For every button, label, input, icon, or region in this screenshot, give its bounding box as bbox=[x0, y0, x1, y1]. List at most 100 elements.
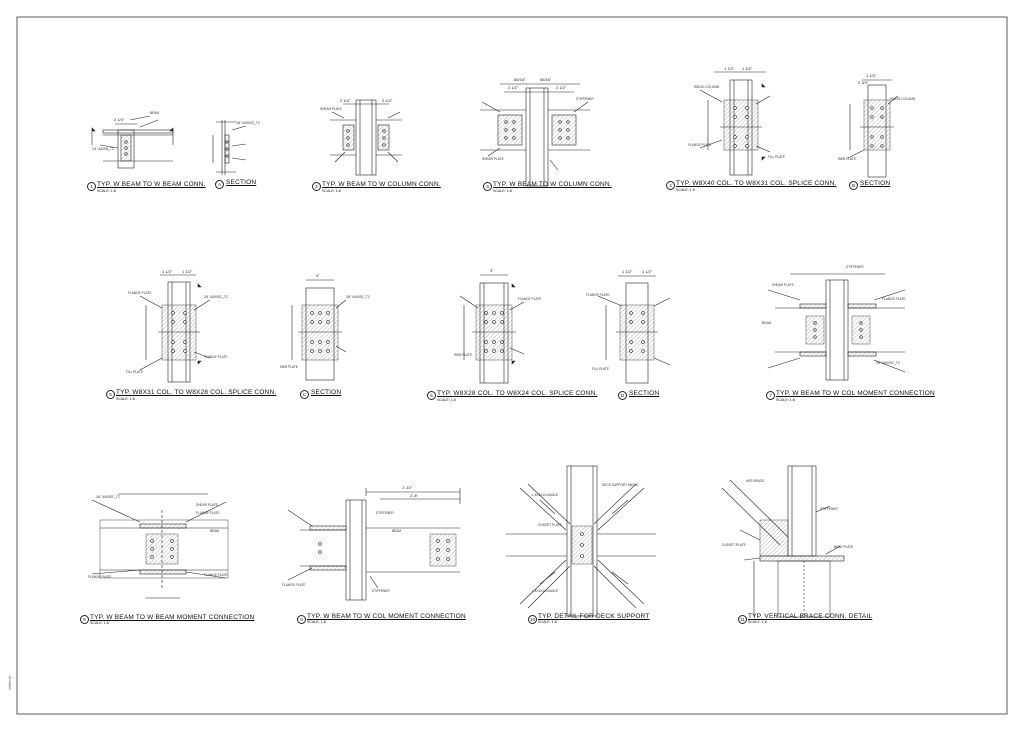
dim-text: 65/16" bbox=[514, 77, 526, 82]
note-text: WEB PLATE bbox=[280, 365, 298, 369]
detail-scale: SCALE: 1:8 bbox=[116, 397, 135, 401]
dim-text: 2'-10" bbox=[402, 485, 413, 490]
detail-bubble: 7 bbox=[766, 391, 775, 400]
note-text: 3/4" A490SC_TC bbox=[876, 361, 901, 365]
detail-3-drawing bbox=[480, 83, 590, 187]
note-text: STIFFENER bbox=[846, 265, 864, 269]
dim-text: 3" bbox=[490, 268, 494, 273]
detail-scale: SCALE: 1:8 bbox=[307, 620, 326, 624]
detail-title: TYP. W BEAM TO W COLUMN CONN. bbox=[493, 181, 612, 188]
note-text: FLANGE PLATE bbox=[882, 297, 906, 301]
detail-bubble: D bbox=[618, 391, 627, 400]
detail-title: TYP. VERTICAL BRACE CONN. DETAIL bbox=[748, 613, 873, 620]
detail-title: SECTION bbox=[311, 389, 342, 396]
note-text: FLANGE PLATE bbox=[88, 575, 112, 579]
note-text: WEB PLATE bbox=[838, 157, 856, 161]
dim-text: 2 1/2" bbox=[508, 85, 519, 90]
dim-text: 2 1/2" bbox=[556, 85, 567, 90]
detail-bubble: A bbox=[215, 180, 224, 189]
detail-bubble: 4 bbox=[666, 181, 675, 190]
detail-bubble: 11 bbox=[738, 615, 747, 624]
note-text: DECK SUPPORT ANGLE bbox=[602, 483, 639, 487]
detail-scale: SCALE: 1:8 bbox=[97, 189, 116, 193]
note-text: FLANGE PLATE bbox=[688, 143, 712, 147]
detail-scale: SCALE: 1:8 bbox=[748, 620, 767, 624]
dim-text: 1 1/2" bbox=[622, 269, 633, 274]
section-d-drawing bbox=[597, 275, 671, 384]
detail-11-drawing bbox=[721, 465, 845, 618]
note-text: FLANGE PLATE bbox=[204, 573, 228, 577]
sheet-side-reference: sheet ref bbox=[8, 676, 12, 690]
note-text: BEAM bbox=[392, 529, 401, 533]
detail-scale: SCALE: 1:8 bbox=[776, 398, 795, 402]
note-text: 3/4" A490SC_TC bbox=[346, 295, 371, 299]
note-text: L 3X3X1/4 ANGLE bbox=[532, 589, 558, 593]
note-text: FLANGE PLATE bbox=[518, 297, 542, 301]
detail-scale: SCALE: 1:8 bbox=[90, 621, 109, 625]
dim-text: 2 1/4" bbox=[114, 117, 125, 122]
dim-text: 1 1/2" bbox=[642, 269, 653, 274]
note-text: SHEAR PLATE bbox=[196, 503, 218, 507]
note-text: FILL PLATE bbox=[592, 367, 609, 371]
detail-title: TYP. W BEAM TO W BEAM CONN. bbox=[97, 181, 206, 188]
detail-bubble: 10 bbox=[528, 615, 537, 624]
section-b-drawing bbox=[847, 79, 899, 178]
note-text: L 3X3X1/4 ANGLE bbox=[532, 493, 558, 497]
detail-title: SECTION bbox=[226, 179, 257, 186]
note-text: SHEAR PLATE bbox=[320, 107, 342, 111]
dim-text: 2 1/4" bbox=[382, 98, 393, 103]
detail-5-drawing bbox=[139, 274, 211, 383]
dim-text: 2'-8" bbox=[410, 493, 419, 498]
note-text: STIFFENER bbox=[372, 589, 390, 593]
detail-title: TYP. W8X28 COL. TO W8X24 COL. SPLICE CON… bbox=[437, 390, 598, 397]
note-text: 3/4" A490SC_TC bbox=[236, 121, 261, 125]
note-text: BEAM bbox=[210, 529, 219, 533]
detail-bubble: C bbox=[300, 390, 309, 399]
detail-scale: SCALE: 1:8 bbox=[538, 620, 557, 624]
note-text: STIFFENER bbox=[820, 507, 838, 511]
note-text: HSS BRACE bbox=[746, 479, 764, 483]
note-text: FILL PLATE bbox=[768, 155, 785, 159]
dim-text: 1 1/2" bbox=[162, 269, 173, 274]
detail-scale: SCALE: 1:8 bbox=[493, 189, 512, 193]
note-text: GUSSET PLATE bbox=[722, 543, 746, 547]
dim-text: 4" bbox=[316, 273, 320, 278]
detail-bubble: 6 bbox=[427, 391, 436, 400]
detail-title: TYP. W8X40 COL. TO W8X31 COL. SPLICE CON… bbox=[676, 180, 837, 187]
note-text: W8X40 COLUMN bbox=[694, 85, 720, 89]
note-text: FLANGE PLATE bbox=[282, 583, 306, 587]
dim-text: 1 1/2" bbox=[866, 73, 877, 78]
note-text: WEB PLATE bbox=[454, 353, 472, 357]
note-text: FLANGE PLATE bbox=[586, 293, 610, 297]
detail-6-drawing bbox=[459, 274, 525, 384]
detail-bubble: B bbox=[849, 181, 858, 190]
detail-10-drawing bbox=[506, 465, 656, 617]
detail-8-drawing bbox=[91, 493, 229, 599]
detail-title: TYP. W BEAM TO W COLUMN CONN. bbox=[322, 181, 441, 188]
note-text: FLANGE PLATE bbox=[196, 511, 220, 515]
note-text: 1/4" A325N_TC bbox=[92, 147, 115, 151]
dim-text: 2 3/4" bbox=[858, 80, 869, 85]
dim-text: 65/16" bbox=[540, 77, 552, 82]
detail-bubble: 2 bbox=[312, 182, 321, 191]
detail-bubble: 9 bbox=[297, 615, 306, 624]
detail-title: TYP. W8X31 COL. TO W8X28 COL. SPLICE CON… bbox=[116, 389, 277, 396]
detail-title: TYP. DETAIL FOR DECK SUPPORT bbox=[538, 613, 650, 620]
note-text: 3/4" A490SC_TC bbox=[204, 295, 229, 299]
detail-title: SECTION bbox=[860, 180, 891, 187]
detail-scale: SCALE: 1:8 bbox=[322, 189, 341, 193]
detail-1-drawing bbox=[91, 115, 174, 169]
note-text: GUSSET PLATE bbox=[538, 523, 562, 527]
note-text: W8X31 COLUMN bbox=[890, 97, 916, 101]
detail-7-drawing bbox=[767, 273, 906, 381]
section-c-drawing bbox=[291, 279, 347, 381]
note-text: STIFFENER bbox=[576, 97, 594, 101]
note-text: 3/4" A490SC_TC bbox=[96, 495, 121, 499]
note-text: SHEAR PLATE bbox=[482, 157, 504, 161]
detail-2-drawing bbox=[330, 99, 402, 176]
dim-text: 1 1/2" bbox=[182, 269, 193, 274]
dim-text: 2 1/4" bbox=[340, 98, 351, 103]
detail-bubble: 8 bbox=[80, 615, 89, 624]
note-text: SHEAR PLATE bbox=[772, 283, 794, 287]
